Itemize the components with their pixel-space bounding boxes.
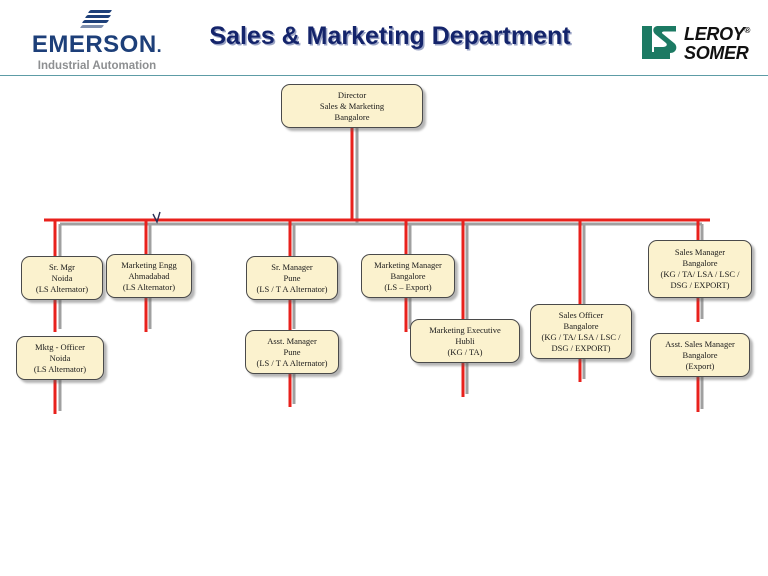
marketing-executive-hubli-box[interactable]: Marketing Executive Hubli (KG / TA) xyxy=(410,319,520,363)
sales-manager-bangalore-box-text: Sales Manager Bangalore (KG / TA/ LSA / … xyxy=(660,247,740,290)
page-title: Sales & Marketing Department xyxy=(209,22,571,50)
sales-manager-bangalore-box[interactable]: Sales Manager Bangalore (KG / TA/ LSA / … xyxy=(648,240,752,298)
leroy-somer-wordmark: LEROY® SOMER xyxy=(684,21,750,63)
sr-manager-pune-box-text: Sr. Manager Pune (LS / T A Alternator) xyxy=(256,261,328,294)
marketing-manager-bangalore-box-text: Marketing Manager Bangalore (LS – Export… xyxy=(374,259,442,292)
emerson-swoosh-icon xyxy=(79,10,114,32)
leroy-somer-ls-mark-icon xyxy=(642,26,677,59)
slide-header: EMERSON. Industrial Automation Sales & M… xyxy=(0,0,768,76)
emerson-logo: EMERSON. Industrial Automation xyxy=(22,10,172,72)
org-chart-connectors xyxy=(44,122,710,414)
sr-manager-pune-box[interactable]: Sr. Manager Pune (LS / T A Alternator) xyxy=(246,256,338,300)
leroy-line1: LEROY xyxy=(684,24,745,44)
asst-manager-pune-box[interactable]: Asst. Manager Pune (LS / T A Alternator) xyxy=(245,330,339,374)
sr-mgr-noida-box-text: Sr. Mgr Noida (LS Alternator) xyxy=(35,261,89,294)
leroy-somer-logo: LEROY® SOMER xyxy=(640,20,758,66)
sr-mgr-noida-box[interactable]: Sr. Mgr Noida (LS Alternator) xyxy=(21,256,103,300)
emerson-wordmark: EMERSON. xyxy=(22,33,172,58)
asst-sales-manager-bangalore-box[interactable]: Asst. Sales Manager Bangalore (Export) xyxy=(650,333,750,377)
emerson-wordmark-dot: . xyxy=(156,36,163,56)
annotation-checkmark-icon xyxy=(152,211,161,224)
marketing-engg-ahmadabad-box-text: Marketing Engg Ahmadabad (LS Alternator) xyxy=(121,259,177,292)
header-divider xyxy=(0,75,768,76)
marketing-executive-hubli-box-text: Marketing Executive Hubli (KG / TA) xyxy=(429,324,501,357)
org-chart: Director Sales & Marketing Bangalore Sr.… xyxy=(0,76,768,576)
leroy-line2: SOMER xyxy=(684,43,749,63)
marketing-manager-bangalore-box[interactable]: Marketing Manager Bangalore (LS – Export… xyxy=(361,254,455,298)
asst-sales-manager-bangalore-box-text: Asst. Sales Manager Bangalore (Export) xyxy=(665,338,735,371)
emerson-wordmark-text: EMERSON xyxy=(31,31,157,58)
director-box[interactable]: Director Sales & Marketing Bangalore xyxy=(281,84,423,128)
asst-manager-pune-box-text: Asst. Manager Pune (LS / T A Alternator) xyxy=(256,335,328,368)
emerson-tagline: Industrial Automation xyxy=(37,60,157,72)
mktg-officer-noida-box-text: Mktg - Officer Noida (LS Alternator) xyxy=(33,341,87,374)
sales-officer-bangalore-box-text: Sales Officer Bangalore (KG / TA/ LSA / … xyxy=(541,309,621,353)
registered-mark-icon: ® xyxy=(744,26,751,35)
mktg-officer-noida-box[interactable]: Mktg - Officer Noida (LS Alternator) xyxy=(16,336,104,380)
sales-officer-bangalore-box[interactable]: Sales Officer Bangalore (KG / TA/ LSA / … xyxy=(530,304,632,359)
director-box-text: Director Sales & Marketing Bangalore xyxy=(319,89,385,122)
marketing-engg-ahmadabad-box[interactable]: Marketing Engg Ahmadabad (LS Alternator) xyxy=(106,254,192,298)
